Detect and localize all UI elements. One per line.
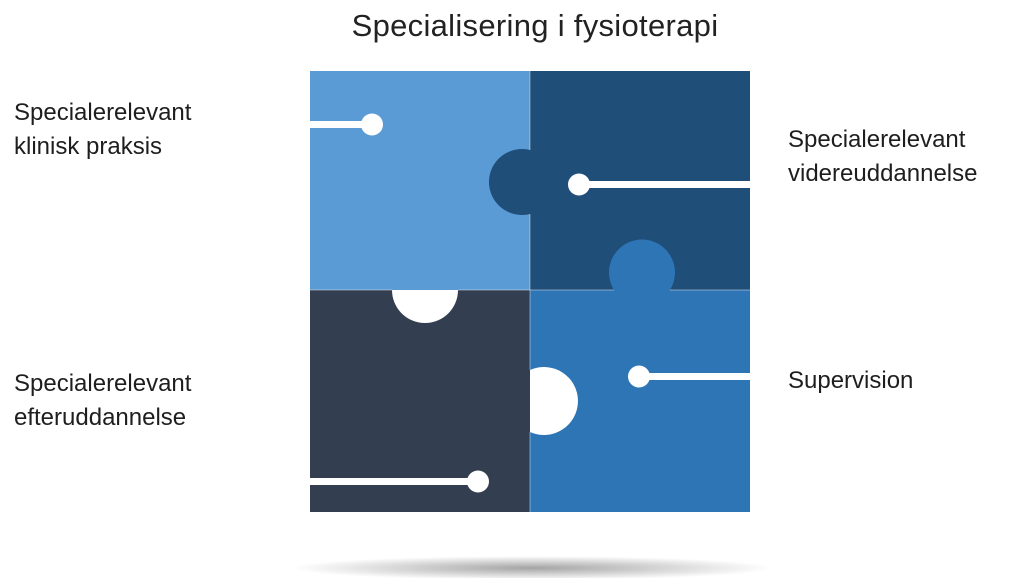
connector-dot-top-right <box>568 173 590 196</box>
label-bottom-right: Supervision <box>788 364 913 398</box>
label-top-left: Specialerelevant klinisk praksis <box>14 96 191 164</box>
label-bottom-left-line-1: Specialerelevant <box>14 370 192 397</box>
connector-line-bottom-right <box>639 373 750 380</box>
piece-seams <box>310 71 750 512</box>
puzzle-piece-bottom-left <box>310 290 530 512</box>
label-top-left-line-1: Specialerelevant <box>14 99 192 126</box>
connectors <box>310 113 750 493</box>
puzzle-piece-top-right <box>488 71 750 290</box>
connector-line-top-left <box>310 121 372 128</box>
connector-dot-bottom-right <box>628 365 650 388</box>
label-top-right-line-1: Specialerelevant <box>788 126 966 153</box>
connector-line-top-right <box>579 181 750 188</box>
diagram-title: Specialisering i fysioterapi <box>351 8 719 43</box>
connector-dot-top-left <box>361 113 383 136</box>
label-top-right: Specialerelevant videreuddannelse <box>788 123 977 191</box>
label-bottom-left-line-2: efteruddannelse <box>14 404 187 431</box>
label-top-right-line-2: videreuddannelse <box>788 160 978 187</box>
label-bottom-right-line-1: Supervision <box>788 367 914 394</box>
label-top-left-line-2: klinisk praksis <box>14 133 163 160</box>
floor-shadow <box>292 556 772 578</box>
connector-dot-bottom-left <box>467 470 489 493</box>
connector-line-bottom-left <box>310 478 478 485</box>
label-bottom-left: Specialerelevant efteruddannelse <box>14 367 191 435</box>
